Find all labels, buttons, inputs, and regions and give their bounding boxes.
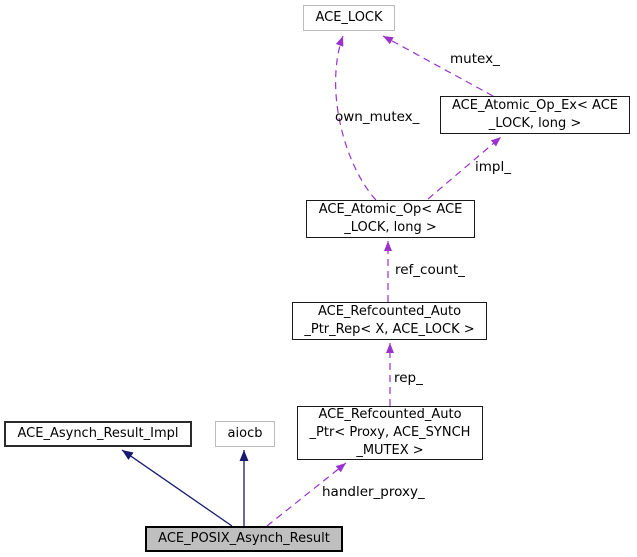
node-aiocb: aiocb	[215, 421, 275, 447]
edge-label-rep: rep_	[394, 370, 423, 386]
edge-own-mutex	[335, 35, 377, 201]
node-ace-atomic-op[interactable]: ACE_Atomic_Op< ACE _LOCK, long >	[306, 200, 475, 238]
edge-mutex	[382, 35, 494, 97]
edge-label-handler-proxy: handler_proxy_	[322, 484, 425, 500]
node-ace-asynch-result-impl[interactable]: ACE_Asynch_Result_Impl	[4, 421, 192, 447]
node-ace-posix-asynch-result: ACE_POSIX_Asynch_Result	[145, 526, 343, 552]
node-ace-refcounted-auto-ptr[interactable]: ACE_Refcounted_Auto _Ptr< Proxy, ACE_SYN…	[297, 406, 483, 460]
node-ace-atomic-op-ex[interactable]: ACE_Atomic_Op_Ex< ACE _LOCK, long >	[440, 96, 630, 134]
edge-impl	[427, 136, 502, 200]
node-ace-refcounted-auto-ptr-rep[interactable]: ACE_Refcounted_Auto _Ptr_Rep< X, ACE_LOC…	[292, 302, 487, 340]
edge-label-mutex: mutex_	[450, 51, 500, 67]
edge-handler-proxy	[266, 462, 347, 527]
node-ace-lock: ACE_LOCK	[303, 5, 395, 31]
edge-label-ref-count: ref_count_	[395, 262, 465, 278]
edge-inherit-asynch-result-impl	[121, 449, 233, 527]
edge-label-impl: impl_	[475, 159, 511, 175]
edge-label-own-mutex: own_mutex_	[335, 109, 420, 125]
